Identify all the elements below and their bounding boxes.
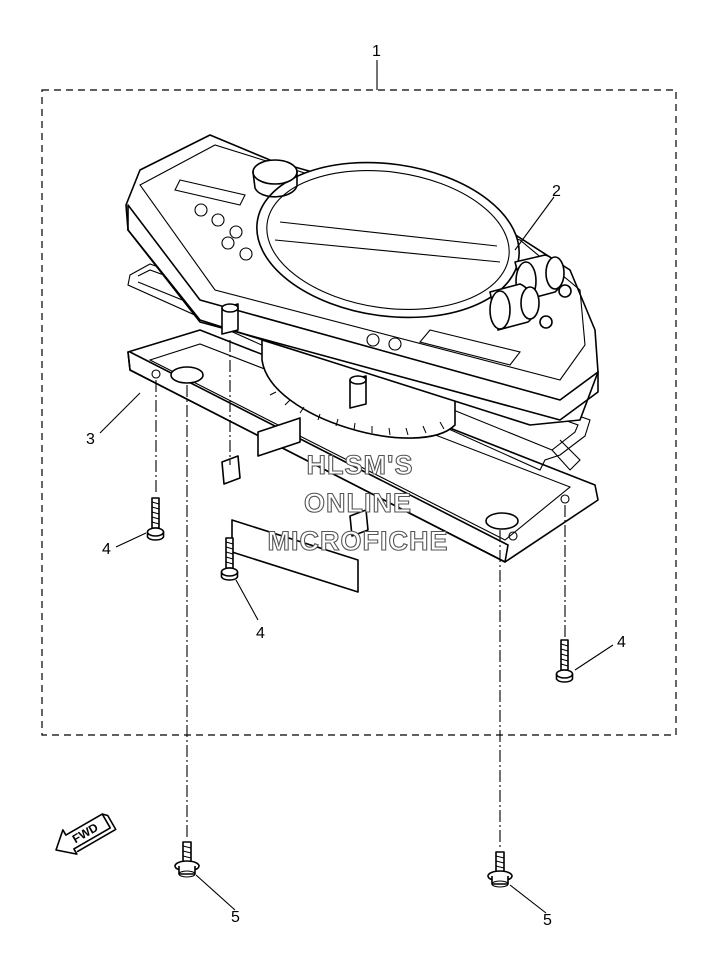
watermark-line-1: HLSM'S [307, 450, 414, 480]
screw-5-left [174, 841, 200, 878]
callout-4-left: 4 [102, 541, 111, 558]
callout-1: 1 [372, 43, 381, 60]
watermark: HLSM'S ONLINE MICROFICHE [267, 449, 449, 556]
watermark-line-2: ONLINE [304, 488, 412, 518]
callout-5-right: 5 [543, 912, 552, 929]
meter-cover [125, 134, 599, 426]
screw-4-middle [220, 537, 239, 581]
callout-2: 2 [552, 183, 561, 200]
screw-4-right [555, 639, 574, 683]
assembly-boundary [41, 89, 677, 736]
watermark-line-3: MICROFICHE [268, 526, 449, 556]
callout-4-middle: 4 [256, 625, 265, 642]
callout-3: 3 [86, 431, 95, 448]
callout-labels: 1 2 3 4 4 4 5 5 [86, 43, 626, 929]
screw-5-right [487, 851, 513, 888]
trip-knob-assembly [489, 254, 572, 331]
callout-4-right: 4 [617, 634, 626, 651]
screw-centre-lines [155, 340, 566, 850]
leader-lines [99, 60, 614, 914]
bottom-case [127, 329, 599, 563]
fwd-arrow-icon: FWD [55, 813, 117, 855]
screw-4-left [146, 497, 165, 541]
callout-5-left: 5 [231, 909, 240, 926]
